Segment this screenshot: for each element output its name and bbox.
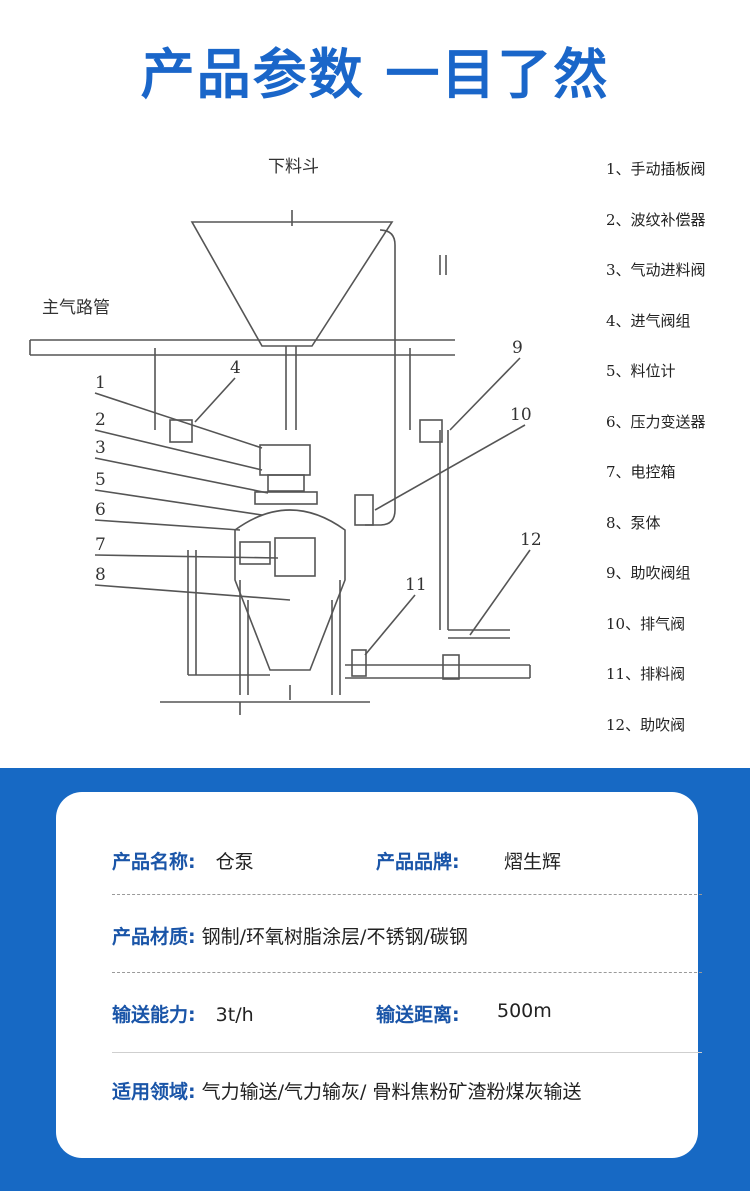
callout-2: 2 [95, 410, 106, 430]
callout-3: 3 [95, 438, 106, 458]
distance-label: 输送距离: [376, 1004, 460, 1026]
brand-label: 产品品牌: [376, 851, 460, 873]
legend-item: 5、料位计 [606, 362, 676, 380]
capacity-value: 3t/h [215, 1004, 254, 1026]
legend-item: 3、气动进料阀 [606, 261, 706, 279]
callout-6: 6 [95, 500, 106, 520]
legend-item: 10、排气阀 [606, 614, 686, 633]
legend-item: 2、波纹补偿器 [606, 210, 706, 229]
capacity-label: 输送能力: [112, 1004, 196, 1026]
callout-7: 7 [95, 535, 106, 555]
divider [112, 972, 702, 973]
page-title: 产品参数 一目了然 [140, 43, 610, 106]
name-value: 仓泵 [215, 851, 254, 873]
name-label: 产品名称: [112, 851, 196, 873]
material-label: 产品材质: [112, 926, 196, 948]
callout-9: 9 [512, 338, 523, 358]
callout-11: 11 [405, 575, 427, 595]
callout-4: 4 [230, 358, 241, 378]
legend-item: 11、排料阀 [606, 665, 686, 683]
brand-value: 熠生辉 [504, 851, 562, 873]
callout-1: 1 [95, 373, 106, 393]
callout-12: 12 [520, 530, 542, 550]
legend-item: 12、助吹阀 [606, 715, 686, 734]
material-value: 钢制/环氧树脂涂层/不锈钢/碳钢 [201, 926, 468, 948]
legend-item: 1、手动插板阀 [606, 160, 706, 178]
field-label: 适用领域: [112, 1081, 196, 1103]
legend-item: 6、压力变送器 [606, 412, 706, 431]
divider [112, 894, 702, 895]
pump-schematic-diagram: 下料斗 主气路管 1 2 3 4 5 6 7 8 9 10 11 12 [29, 157, 542, 715]
spec-row-field: 适用领域: 气力输送/气力输灰/ 骨料焦粉矿渣粉煤灰输送 [112, 1077, 702, 1104]
component-legend: 1、手动插板阀 2、波纹补偿器 3、气动进料阀 4、进气阀组 5、料位计 6、压… [606, 158, 746, 764]
distance-value: 500m [497, 1000, 552, 1022]
pump-body [234, 509, 346, 671]
legend-item: 9、助吹阀组 [606, 564, 691, 582]
spec-row-capacity-distance: 输送能力: 3t/h 输送距离: 500m [112, 1000, 702, 1027]
hopper-label: 下料斗 [268, 157, 319, 177]
main-pipe-label: 主气路管 [42, 298, 110, 318]
legend-item: 8、泵体 [606, 513, 661, 532]
feed-hopper [190, 221, 394, 347]
legend-item: 4、进气阀组 [606, 311, 691, 330]
callout-5: 5 [95, 470, 106, 490]
field-value: 气力输送/气力输灰/ 骨料焦粉矿渣粉煤灰输送 [201, 1081, 582, 1103]
spec-row-material: 产品材质: 钢制/环氧树脂涂层/不锈钢/碳钢 [112, 922, 702, 949]
legend-item: 7、电控箱 [606, 463, 676, 481]
divider [112, 1052, 702, 1053]
callout-10: 10 [510, 405, 532, 425]
callout-8: 8 [95, 565, 106, 585]
spec-row-name-brand: 产品名称: 仓泵 产品品牌: 熠生辉 [112, 847, 702, 874]
spec-card: 产品名称: 仓泵 产品品牌: 熠生辉 产品材质: 钢制/环氧树脂涂层/不锈钢/碳… [56, 792, 702, 1158]
